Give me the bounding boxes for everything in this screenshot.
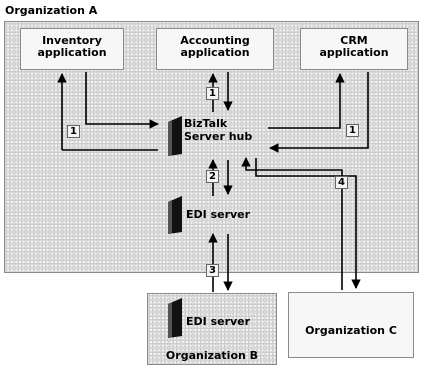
edi-server-a-icon — [168, 196, 182, 234]
edi-server-a-label: EDI server — [186, 208, 251, 221]
accounting-app-box: Accounting application — [156, 28, 274, 70]
step-badge-edi-edi: 3 — [206, 264, 219, 277]
organization-c-box: Organization C — [288, 292, 414, 358]
inventory-app-box: Inventory application — [20, 28, 124, 70]
step-badge-crm: 1 — [346, 124, 359, 137]
inventory-app-label-1: Inventory — [42, 34, 102, 47]
organization-b-title: Organization B — [165, 349, 259, 362]
crm-app-label-1: CRM — [340, 34, 368, 47]
step-badge-accounting: 1 — [206, 87, 219, 100]
step-badge-inventory: 1 — [67, 125, 80, 138]
edi-server-b-label: EDI server — [186, 315, 251, 328]
step-badge-hub-org-c: 4 — [335, 176, 348, 189]
inventory-app-label-2: application — [37, 46, 107, 59]
edi-server-b-icon — [168, 298, 182, 338]
accounting-app-label-1: Accounting — [180, 34, 250, 47]
organization-a-container — [4, 21, 419, 273]
biztalk-server-icon — [168, 116, 182, 156]
organization-a-title: Organization A — [5, 4, 98, 17]
step-badge-hub-edi: 2 — [206, 170, 219, 183]
biztalk-hub-label-2: Server hub — [184, 130, 253, 143]
accounting-app-label-2: application — [180, 46, 250, 59]
biztalk-hub-label-1: BizTalk — [184, 117, 228, 130]
crm-app-label-2: application — [319, 46, 389, 59]
organization-c-title: Organization C — [305, 324, 397, 337]
crm-app-box: CRM application — [300, 28, 408, 70]
